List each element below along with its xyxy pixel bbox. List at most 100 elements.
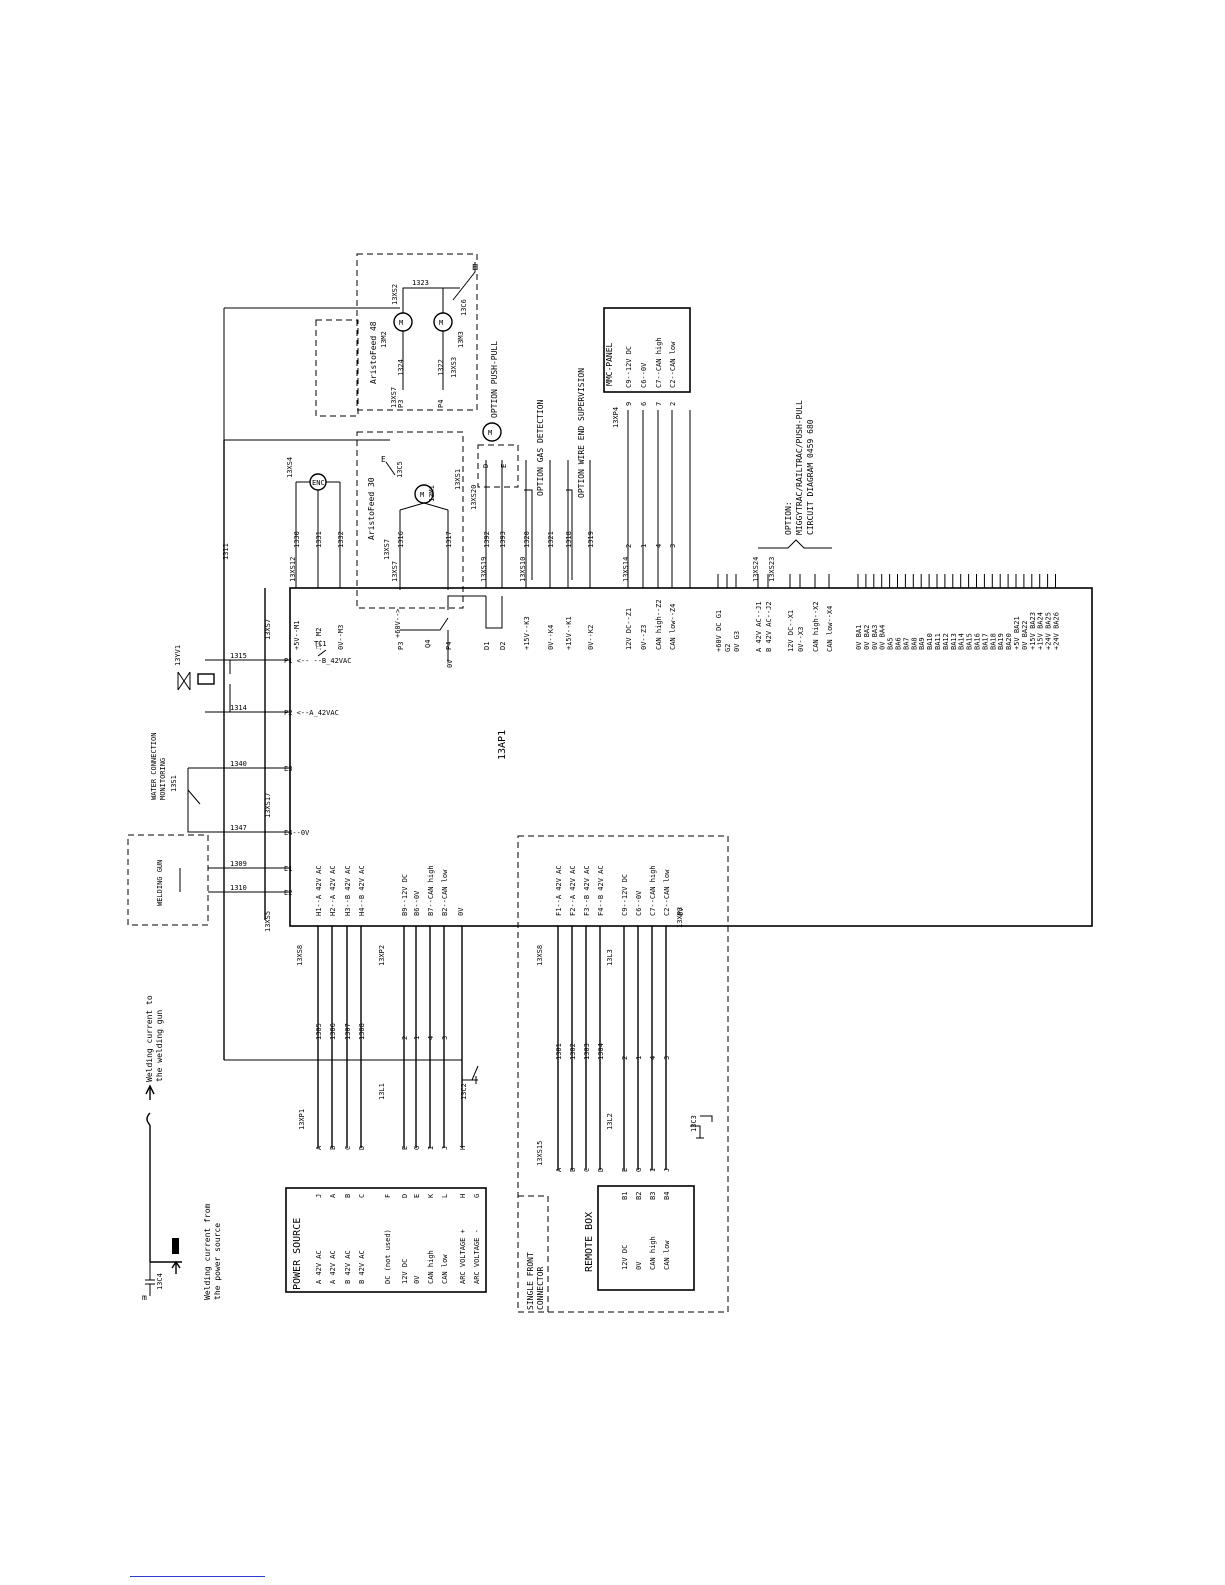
13l3-label: 13L3 xyxy=(606,949,614,966)
power-plug-icon xyxy=(172,1238,179,1254)
svg-text:E: E xyxy=(381,455,386,464)
misc-pin-label: B 42V AC--J2 xyxy=(765,601,773,652)
water-monitoring-group: WATER CONNECTION MONITORING 13S1 xyxy=(150,733,258,833)
wire-1311: 1311 xyxy=(222,543,230,560)
svg-text:E: E xyxy=(472,263,477,272)
mmc-pin-label: C9--12V DC xyxy=(625,346,633,388)
plus60-label: +60V--> xyxy=(394,608,402,638)
mmc-panel-title: MMC-PANEL xyxy=(605,342,614,386)
valve-label: 13YV1 xyxy=(174,645,182,666)
top-wire-number: 1320 xyxy=(523,531,531,548)
bottom-can-pin-label: C9--12V DC xyxy=(621,874,629,916)
miggy-line-1: OPTION: xyxy=(784,501,793,535)
option-push-pull-group: M OPTION PUSH-PULL 13XS20 D E xyxy=(470,341,519,510)
top-pin-label: +15V--K1 xyxy=(565,616,573,650)
top-pin-label: 0V--K4 xyxy=(547,625,555,650)
from-source-line-2: the power source xyxy=(213,1223,222,1300)
misc-pin-label: CAN high--X2 xyxy=(812,601,820,652)
top-pin-label: D2 xyxy=(499,642,507,650)
xs7-label: 13XS7 xyxy=(391,561,399,582)
xs12-label: 13XS12 xyxy=(289,557,297,582)
miggy-line-2: MIGGYTRAC/RAILTRAC/PUSH-PULL xyxy=(795,400,804,535)
mmc-pin-label: C6--0V xyxy=(640,362,648,388)
ba-pin-label: 0V BA2 xyxy=(863,625,871,650)
main-board-outline xyxy=(289,587,1093,927)
xs17-label: 13XS17 xyxy=(264,793,272,818)
single-front-line-1: SINGLE FRONT xyxy=(526,1252,535,1310)
bottom-power-pin-label: H4--B 42V AC xyxy=(358,865,366,916)
q4-label: Q4 xyxy=(424,640,432,648)
top-pin-label: CAN low--Z4 xyxy=(669,604,677,650)
power-source-row-pin: B xyxy=(344,1194,352,1198)
remote-box-title: REMOTE BOX xyxy=(584,1212,595,1272)
top-wire-number: 1331 xyxy=(315,531,323,548)
remote-box-row-pin: B3 xyxy=(649,1192,657,1200)
ba-pin-label: BA6 xyxy=(895,637,903,650)
left-pin-label: P2 <--A_42VAC xyxy=(284,709,339,717)
ba-pin-label: BA19 xyxy=(997,633,1005,650)
ba-pin-label: +5V BA21 xyxy=(1013,616,1021,650)
remote-box-outline xyxy=(597,1185,695,1291)
13c4-label: 13C4 xyxy=(156,1273,164,1290)
motor-push-pull-icon xyxy=(482,422,502,442)
ba-pin-label: BA17 xyxy=(981,633,989,650)
p3-48-label: P3 xyxy=(397,400,405,408)
ba-pin-label: 0V BA1 xyxy=(855,625,863,650)
ba-pin-label: BA16 xyxy=(974,633,982,650)
xs15-pin-label: E xyxy=(621,1168,629,1172)
xp4-label: 13XP4 xyxy=(612,407,620,428)
power-source-row-pin: A xyxy=(329,1193,337,1198)
ba-pin-label: BA15 xyxy=(966,633,974,650)
ba-pin-label: BA12 xyxy=(942,633,950,650)
top-pin-label: 12V DC--Z1 xyxy=(625,608,633,650)
power-source-row-label: CAN high xyxy=(427,1250,435,1284)
xs15-wire-number: 1304 xyxy=(597,1043,605,1060)
xs14-label: 13XS14 xyxy=(622,557,630,582)
left-wire-number: 1314 xyxy=(230,704,247,712)
left-pin-label: E1 xyxy=(284,865,292,873)
ba-pin-label: BA10 xyxy=(926,633,934,650)
ba-pin-label: +15V BA24 xyxy=(1037,612,1045,650)
br-xp3-label: 13XP3 xyxy=(676,907,684,928)
bottom-can-pin-label: B9--12V DC xyxy=(401,874,409,916)
xs3-label: 13XS3 xyxy=(450,357,458,378)
xs15-wire-number: 1 xyxy=(635,1056,643,1060)
mmc-pin-label: C2--CAN low xyxy=(669,341,677,388)
bottom-can-pin-label: C6--0V xyxy=(635,890,643,916)
top-pin-label: 0V--K2 xyxy=(587,625,595,650)
valve-group: 13YV1 xyxy=(174,645,258,713)
ba-pin-label: BA11 xyxy=(934,633,942,650)
welding-gun-title: WELDING GUN xyxy=(156,860,164,906)
water-line-2: MONITORING xyxy=(159,758,167,800)
xs15-pin-label: J xyxy=(663,1168,671,1172)
welding-gun-group: WELDING GUN xyxy=(127,834,258,926)
left-wire-number: 1310 xyxy=(230,884,247,892)
to-gun-line-1: Welding current to xyxy=(145,995,154,1082)
xp1-wire-number: 4 xyxy=(427,1036,435,1040)
ba-pin-label: BA5 xyxy=(887,637,895,650)
gas-detection-label: OPTION GAS DETECTION xyxy=(536,399,545,496)
top-wire-number: 1319 xyxy=(587,531,595,548)
xs20-label: 13XS20 xyxy=(470,485,478,510)
power-source-row-pin: D xyxy=(401,1194,409,1198)
xp1-label: 13XP1 xyxy=(298,1109,306,1130)
remote-box-row-label: 12V DC xyxy=(621,1245,629,1270)
xs15-pin-label: I xyxy=(649,1168,657,1172)
power-source-title: POWER SOURCE xyxy=(292,1218,303,1290)
welding-gun-outline xyxy=(127,834,209,926)
remote-box-row-label: CAN high xyxy=(649,1236,657,1270)
left-pin-label: E3 xyxy=(284,765,292,773)
xp1-pin-label: C xyxy=(344,1146,352,1150)
single-front-line-2: CONNECTOR xyxy=(536,1266,545,1310)
wire-end-label: OPTION WIRE END SUPERVISION xyxy=(577,368,586,498)
push-pull-label: OPTION PUSH-PULL xyxy=(490,341,499,418)
bottom-can-pin-label: C7--CAN high xyxy=(649,865,657,916)
ba-pin-label: 0V BA22 xyxy=(1021,620,1029,650)
ba-pin-label: BA8 xyxy=(910,637,918,650)
footer-link-underline xyxy=(130,1576,265,1577)
xs23-label: 13XS23 xyxy=(768,557,776,582)
